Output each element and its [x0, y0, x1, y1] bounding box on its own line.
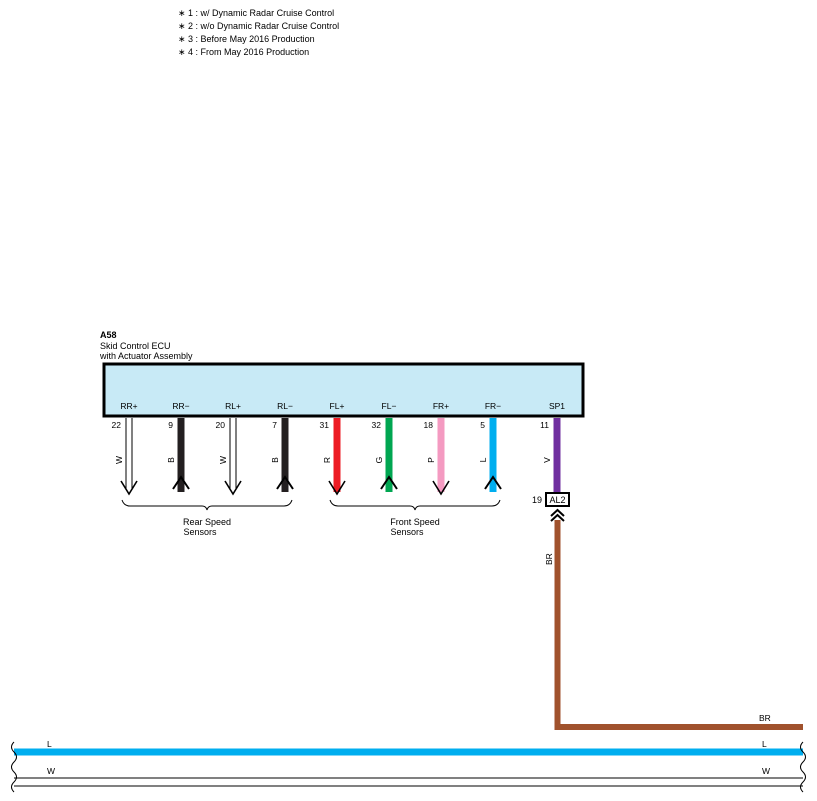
arrow-down-icon [328, 480, 346, 496]
br-wire-label-right: BR [759, 713, 771, 723]
wire-color-label: P [426, 457, 436, 463]
ecu-code: A58 [100, 330, 117, 340]
wire-color-label: B [270, 457, 280, 463]
note-3: ∗ 3 : Before May 2016 Production [178, 34, 315, 44]
br-wire: BR BR [544, 520, 803, 730]
ecu-title: A58 Skid Control ECU with Actuator Assem… [99, 330, 193, 361]
arrow-down-icon [432, 480, 450, 496]
terminal-name: FL− [382, 401, 397, 411]
wire-color-label: W [114, 456, 124, 464]
wire-color-label: W [218, 456, 228, 464]
front-sensors-label-1: Front Speed [390, 517, 440, 527]
bus-l-label-right: L [762, 739, 767, 749]
connector-pin: 19 [532, 495, 542, 505]
ecu-name-line1: Skid Control ECU [100, 341, 171, 351]
rear-sensors-label-1: Rear Speed [183, 517, 231, 527]
terminal-rlplus: RL+ 20W [216, 401, 242, 496]
terminal-pin: 22 [112, 420, 122, 430]
terminal-name: RL+ [225, 401, 241, 411]
terminal-rrplus: RR+ 22W [112, 401, 138, 496]
wire-color-label: G [374, 457, 384, 464]
terminal-pin: 5 [480, 420, 485, 430]
terminal-flplus: FL+31R [320, 401, 346, 496]
wire-color-label: L [478, 457, 488, 462]
bus-l-wire: L L [14, 739, 803, 756]
terminal-frplus: FR+ 18P [424, 401, 450, 496]
terminal-name: RR+ [120, 401, 137, 411]
br-wire-label-vertical: BR [544, 553, 554, 565]
note-1: ∗ 1 : w/ Dynamic Radar Cruise Control [178, 8, 334, 18]
terminal-frminus: FR−5L [478, 401, 502, 492]
note-4: ∗ 4 : From May 2016 Production [178, 47, 309, 57]
bus-l-label-left: L [47, 739, 52, 749]
terminal-name: RR− [172, 401, 189, 411]
front-sensors-label-2: Sensors [390, 527, 424, 537]
connector-code: AL2 [549, 495, 565, 505]
terminal-name: FL+ [330, 401, 345, 411]
terminal-pin: 11 [540, 420, 549, 430]
terminal-name: RL− [277, 401, 293, 411]
terminals: RR+ 22W RR− 9B RL+ 20W RL−7B FL+31R FL−32G FR+ 18P… [112, 401, 565, 496]
wire-color-label: R [322, 457, 332, 463]
arrow-up-icon [276, 475, 294, 490]
bus-w-label-right: W [762, 766, 770, 776]
front-sensors-bracket [329, 499, 501, 511]
terminal-name: SP1 [549, 401, 565, 411]
terminal-name: FR+ [433, 401, 449, 411]
bus-w-label-left: W [47, 766, 55, 776]
notes-block: ∗ 1 : w/ Dynamic Radar Cruise Control ∗ … [178, 8, 339, 57]
ecu-box [102, 362, 585, 418]
rear-sensors-label-2: Sensors [183, 527, 217, 537]
arrow-down-icon [120, 480, 138, 496]
break-marks-right [800, 741, 806, 793]
wire-color-label: B [166, 457, 176, 463]
connector-al2: 19 AL2 [532, 492, 570, 522]
arrow-up-icon [380, 475, 398, 490]
terminal-pin: 7 [272, 420, 277, 430]
ecu-name-line2: with Actuator Assembly [99, 351, 193, 361]
terminal-rrminus: RR− 9B [166, 401, 190, 492]
terminal-pin: 18 [424, 420, 434, 430]
arrow-down-icon [224, 480, 242, 496]
terminal-pin: 31 [320, 420, 330, 430]
terminal-rlminus: RL−7B [270, 401, 294, 492]
note-2: ∗ 2 : w/o Dynamic Radar Cruise Control [178, 21, 339, 31]
terminal-pin: 32 [372, 420, 382, 430]
terminal-name: FR− [485, 401, 501, 411]
wire-color-label: V [542, 457, 552, 463]
bus-w-wire: W W [14, 766, 803, 787]
break-marks-left [11, 741, 17, 793]
arrow-up-icon [172, 475, 190, 490]
arrow-up-icon [484, 475, 502, 490]
terminal-pin: 20 [216, 420, 226, 430]
terminal-flminus: FL−32G [372, 401, 398, 492]
terminal-pin: 9 [168, 420, 173, 430]
rear-sensors-bracket [121, 499, 293, 511]
